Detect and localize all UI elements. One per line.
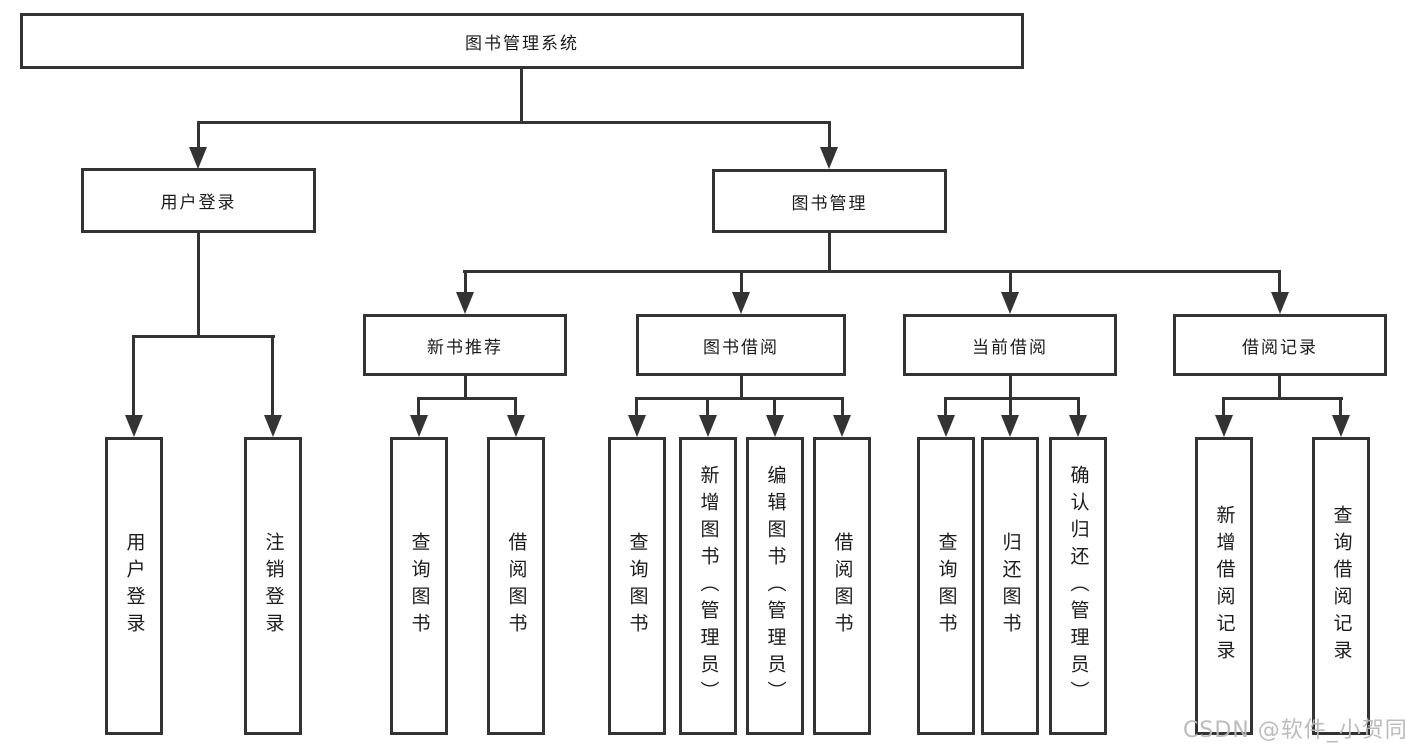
node-borrow-records: 借阅记录 <box>1173 314 1387 376</box>
connector-drop-leaf-logout <box>271 335 274 417</box>
leaf-cb-confirm-return-admin: 确认归还（管理员） <box>1049 437 1107 735</box>
leaf-user-login: 用户登录 <box>105 437 163 735</box>
connector-drop-leaf-user-login <box>132 335 135 417</box>
connector-drop-bb-add <box>706 397 709 417</box>
connector-new-book-rec-stem <box>464 376 467 400</box>
arrowhead-nbr-borrow <box>507 415 525 437</box>
arrowhead-bb-query <box>628 415 646 437</box>
arrowhead-book-mgmt <box>820 147 838 169</box>
leaf-nbr-borrow-books: 借阅图书 <box>487 437 545 735</box>
node-book-management: 图书管理 <box>712 169 947 233</box>
connector-user-login-rail <box>132 335 275 338</box>
connector-book-borrow-rail <box>635 397 844 400</box>
leaf-nbr-query-books: 查询图书 <box>390 437 448 735</box>
leaf-cb-return-books: 归还图书 <box>981 437 1039 735</box>
arrowhead-nbr-query <box>410 415 428 437</box>
connector-drop-book-borrow <box>740 270 743 294</box>
connector-book-borrow-stem <box>740 376 743 400</box>
arrowhead-br-query <box>1332 415 1350 437</box>
arrowhead-leaf-logout <box>264 415 282 437</box>
connector-borrow-records-rail <box>1222 397 1343 400</box>
connector-drop-bb-edit <box>773 397 776 417</box>
connector-book-mgmt-rail <box>463 270 1281 273</box>
arrowhead-new-book-rec <box>456 292 474 314</box>
arrowhead-bb-borrow <box>833 415 851 437</box>
arrowhead-bb-edit <box>766 415 784 437</box>
connector-drop-new-book-rec <box>464 270 467 294</box>
connector-drop-br-add <box>1222 397 1225 417</box>
connector-user-login-stem <box>197 233 200 338</box>
node-book-borrow: 图书借阅 <box>636 314 846 376</box>
leaf-cb-query-books: 查询图书 <box>917 437 975 735</box>
connector-drop-user-login <box>197 121 200 149</box>
leaf-bb-edit-book-admin: 编辑图书（管理员） <box>746 437 804 735</box>
leaf-br-query-record: 查询借阅记录 <box>1312 437 1370 735</box>
arrowhead-book-borrow <box>732 292 750 314</box>
leaf-bb-borrow-books: 借阅图书 <box>813 437 871 735</box>
connector-drop-bb-query <box>635 397 638 417</box>
connector-drop-nbr-query <box>417 397 420 417</box>
arrowhead-cb-return <box>1001 415 1019 437</box>
connector-borrow-records-stem <box>1278 376 1281 400</box>
arrowhead-borrow-records <box>1271 292 1289 314</box>
connector-book-mgmt-stem <box>828 233 831 273</box>
arrowhead-br-add <box>1215 415 1233 437</box>
arrowhead-bb-add <box>699 415 717 437</box>
connector-root-stem <box>520 69 523 121</box>
arrowhead-leaf-user-login <box>125 415 143 437</box>
node-current-borrow: 当前借阅 <box>903 314 1117 376</box>
arrowhead-current-borrow <box>1001 292 1019 314</box>
node-new-book-recommend: 新书推荐 <box>363 314 567 376</box>
connector-new-book-rec-rail <box>417 397 517 400</box>
connector-drop-bb-borrow <box>841 397 844 417</box>
leaf-bb-add-book-admin: 新增图书（管理员） <box>679 437 737 735</box>
connector-drop-cb-query <box>944 397 947 417</box>
connector-current-borrow-rail <box>944 397 1080 400</box>
connector-drop-current-borrow <box>1009 270 1012 294</box>
node-library-system: 图书管理系统 <box>20 13 1024 69</box>
connector-drop-nbr-borrow <box>514 397 517 417</box>
connector-drop-cb-return <box>1009 397 1012 417</box>
connector-drop-book-mgmt <box>828 121 831 149</box>
connector-root-rail <box>197 121 831 124</box>
arrowhead-cb-confirm <box>1069 415 1087 437</box>
leaf-logout: 注销登录 <box>244 437 302 735</box>
csdn-watermark: CSDN @软件_小贺同学 <box>1183 718 1405 743</box>
leaf-bb-query-books: 查询图书 <box>608 437 666 735</box>
connector-drop-borrow-records <box>1278 270 1281 294</box>
leaf-br-add-record: 新增借阅记录 <box>1195 437 1253 735</box>
connector-drop-br-query <box>1339 397 1342 417</box>
arrowhead-cb-query <box>937 415 955 437</box>
node-user-login: 用户登录 <box>81 168 316 233</box>
arrowhead-user-login <box>189 147 207 169</box>
connector-current-borrow-stem <box>1009 376 1012 400</box>
connector-drop-cb-confirm <box>1077 397 1080 417</box>
